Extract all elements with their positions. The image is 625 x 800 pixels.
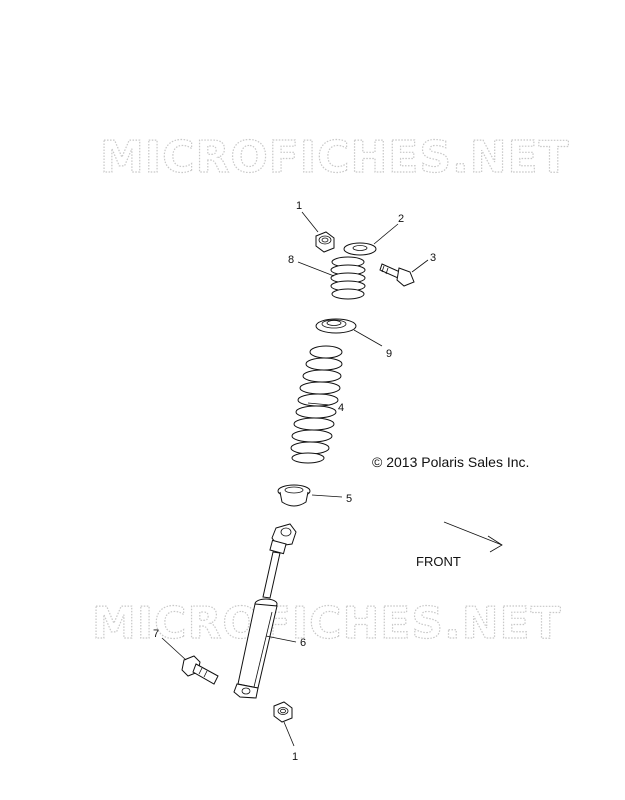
callout-8: 8	[288, 254, 294, 266]
callout-6: 6	[300, 637, 306, 649]
part-shock-absorber	[233, 523, 297, 699]
part-nut-top	[315, 231, 335, 253]
front-label: FRONT	[416, 554, 461, 569]
part-nut-bottom	[273, 701, 293, 723]
part-spring-main	[290, 345, 343, 464]
part-bolt	[379, 263, 415, 287]
watermark-top: MICROFICHES.NET	[100, 132, 570, 183]
callout-7: 7	[153, 628, 159, 640]
callout-4: 4	[338, 402, 344, 414]
part-spring-seat	[315, 318, 357, 334]
callout-1-bottom: 1	[292, 751, 298, 763]
copyright-notice: © 2013 Polaris Sales Inc.	[372, 454, 529, 470]
callout-1-top: 1	[296, 200, 302, 212]
part-retainer	[277, 484, 311, 507]
part-washer	[343, 242, 377, 256]
callout-9: 9	[386, 348, 392, 360]
callout-5: 5	[346, 493, 352, 505]
callout-3: 3	[430, 252, 436, 264]
front-direction-arrow	[443, 521, 503, 553]
part-lower-bolt	[181, 655, 219, 685]
part-spring-small	[330, 256, 366, 300]
watermark-bottom: MICROFICHES.NET	[92, 598, 562, 649]
callout-2: 2	[398, 213, 404, 225]
